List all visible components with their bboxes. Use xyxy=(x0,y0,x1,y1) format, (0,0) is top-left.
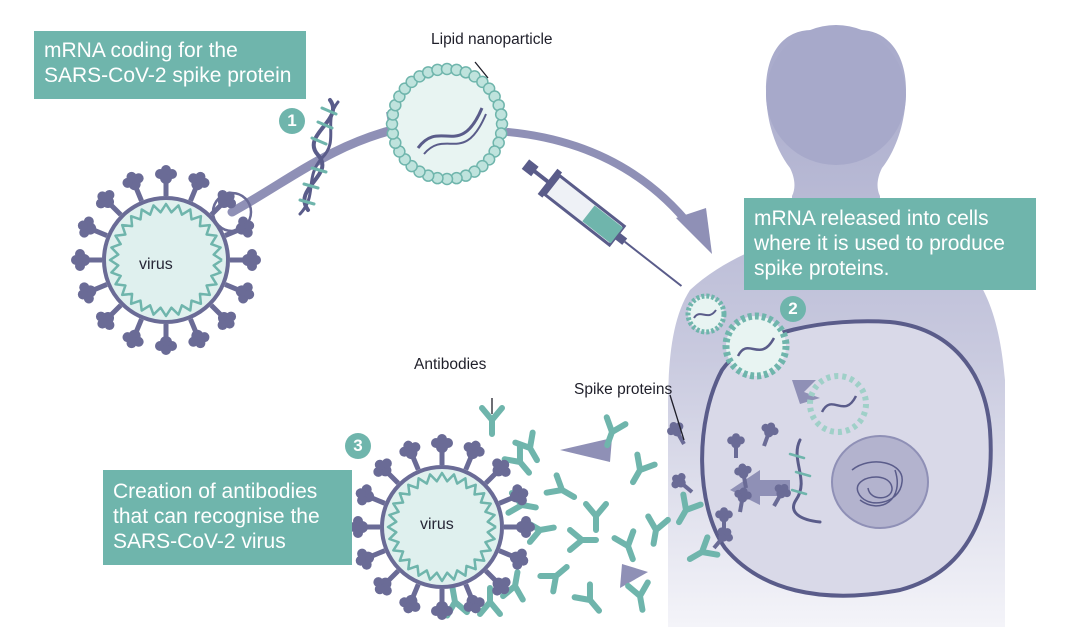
antibody-icon xyxy=(543,472,578,500)
antibody-creation-line-1: Creation of antibodies xyxy=(113,480,318,503)
spike-protein-icon xyxy=(772,483,791,508)
virus-spike-icon xyxy=(373,569,400,596)
virus-spike-icon xyxy=(399,583,421,614)
antibody-icon xyxy=(630,451,658,486)
antibody-creation-box: Creation of antibodies that can recognis… xyxy=(103,470,352,565)
lipid-nanoparticle-label: Lipid nanoparticle xyxy=(431,31,553,48)
antibodies-group xyxy=(444,405,721,619)
mrna-released-line-2: where it is used to produce xyxy=(754,232,1005,255)
antibody-icon xyxy=(676,491,704,526)
virus-spike-icon xyxy=(224,216,255,238)
virus-spike-icon xyxy=(224,282,255,304)
antibody-icon xyxy=(479,405,505,437)
antibody-icon xyxy=(537,564,570,595)
mrna-coding-box: mRNA coding for the SARS-CoV-2 spike pro… xyxy=(34,31,306,99)
spike-protein-icon xyxy=(712,527,733,550)
spike-protein-icon xyxy=(734,487,752,513)
virus-spike-icon xyxy=(95,189,123,217)
lipid-bead xyxy=(494,108,508,121)
antibody-creation-line-2: that can recognise the xyxy=(113,505,320,528)
virus-spike-icon xyxy=(155,324,177,355)
cell-mrna-icon xyxy=(788,438,822,524)
virus-spike-icon xyxy=(349,516,380,538)
nanoparticle-leader xyxy=(474,61,489,79)
virus-bottom-label: virus xyxy=(420,516,454,533)
nucleus xyxy=(831,435,929,529)
virus-spike-icon xyxy=(498,484,529,506)
spike-protein-icon xyxy=(671,473,694,494)
spike-protein-icon xyxy=(734,463,752,489)
mrna-released-box: mRNA released into cells where it is use… xyxy=(744,198,1036,290)
virus-spike-icon xyxy=(188,171,210,202)
mrna-coding-line-2: SARS-CoV-2 spike protein xyxy=(44,64,292,87)
virus-top xyxy=(71,165,261,355)
virus-spike-icon xyxy=(230,249,261,271)
antibody-creation-line-3: SARS-CoV-2 virus xyxy=(113,530,286,553)
antibody-icon xyxy=(686,534,721,562)
virus-spike-icon xyxy=(431,589,453,620)
virus-spike-icon xyxy=(504,516,535,538)
antibody-icon xyxy=(500,569,526,603)
virus-spike-icon xyxy=(77,216,108,238)
virus-spike-icon xyxy=(209,189,237,217)
virus-spike-icon xyxy=(399,440,421,471)
antibody-icon xyxy=(645,513,671,547)
virus-spike-icon xyxy=(373,458,400,485)
antibody-icon xyxy=(625,579,651,613)
step-3-badge: 3 xyxy=(345,433,371,459)
spike-proteins-group xyxy=(667,421,791,550)
virus-spike-icon xyxy=(122,171,144,202)
virus-spike-icon xyxy=(71,249,102,271)
spike-protein-icon xyxy=(667,421,686,446)
mrna-released-line-3: spike proteins. xyxy=(754,257,890,280)
virus-spike-icon xyxy=(484,458,511,485)
antibody-icon xyxy=(501,443,532,476)
entering-nanoparticle-icon xyxy=(722,312,790,380)
spike-protein-icon xyxy=(727,433,745,458)
spike-proteins-label: Spike proteins xyxy=(574,381,673,398)
step-2-badge: 2 xyxy=(780,296,806,322)
antibody-icon xyxy=(603,414,629,449)
virus-spike-icon xyxy=(463,583,485,614)
virus-bottom xyxy=(349,434,535,620)
syringe-icon xyxy=(521,159,683,287)
spike-protein-icon xyxy=(715,507,733,532)
antibody-icon xyxy=(611,528,637,563)
small-nanoparticle-icon xyxy=(685,293,727,335)
virus-spike-icon xyxy=(484,569,511,596)
antibody-icon xyxy=(477,585,503,617)
virus-spike-icon xyxy=(155,165,177,196)
spike-leader xyxy=(669,394,685,441)
virus-spike-icon xyxy=(431,434,453,465)
released-nanoparticle-icon xyxy=(807,373,869,435)
mrna-coding-line-1: mRNA coding for the xyxy=(44,39,238,62)
virus-spike-icon xyxy=(498,548,529,570)
arrow-to-body xyxy=(504,128,712,254)
virus-spike-icon xyxy=(95,303,123,331)
virus-spike-icon xyxy=(122,318,144,349)
spike-protein-icon xyxy=(761,422,779,447)
lipid-nanoparticle-icon xyxy=(385,62,509,186)
antibody-icon xyxy=(567,527,599,553)
virus-spike-icon xyxy=(355,548,386,570)
virus-spike-icon xyxy=(188,318,210,349)
antibodies-label: Antibodies xyxy=(414,356,487,373)
step-1-badge: 1 xyxy=(279,108,305,134)
virus-spike-icon xyxy=(355,484,386,506)
virus-spike-icon xyxy=(77,282,108,304)
arrow-into-cell xyxy=(792,380,820,404)
antibody-icon xyxy=(571,581,602,614)
virus-top-label: virus xyxy=(139,256,173,273)
virus-spike-icon xyxy=(463,440,485,471)
virus-spike-icon xyxy=(209,303,237,331)
mrna-strand-icon xyxy=(298,98,340,216)
mrna-released-line-1: mRNA released into cells xyxy=(754,207,989,230)
antibody-icon xyxy=(583,501,609,533)
